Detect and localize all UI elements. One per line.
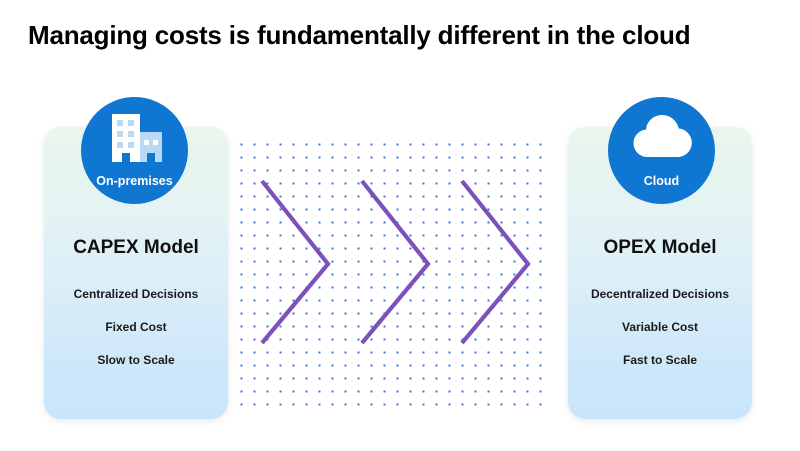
list-item: Fast to Scale [622, 353, 698, 367]
cloud-icon [608, 111, 715, 165]
list-item: Fixed Cost [105, 320, 167, 334]
opex-card-title: OPEX Model [603, 237, 717, 258]
on-premises-badge: On-premises [81, 97, 188, 204]
capex-feature-list: Centralized Decisions Fixed Cost Slow to… [48, 287, 224, 386]
dot-grid-background [234, 137, 552, 416]
page-title: Managing costs is fundamentally differen… [28, 20, 691, 50]
building-icon [81, 111, 188, 165]
opex-feature-list: Decentralized Decisions Variable Cost Fa… [572, 287, 748, 386]
list-item: Centralized Decisions [73, 287, 199, 301]
list-item: Slow to Scale [97, 353, 175, 367]
list-item: Decentralized Decisions [590, 287, 730, 301]
cloud-badge: Cloud [608, 97, 715, 204]
on-premises-badge-label: On-premises [96, 174, 173, 188]
cloud-badge-label: Cloud [643, 174, 680, 188]
list-item: Variable Cost [621, 320, 699, 334]
capex-card-title: CAPEX Model [73, 237, 199, 258]
